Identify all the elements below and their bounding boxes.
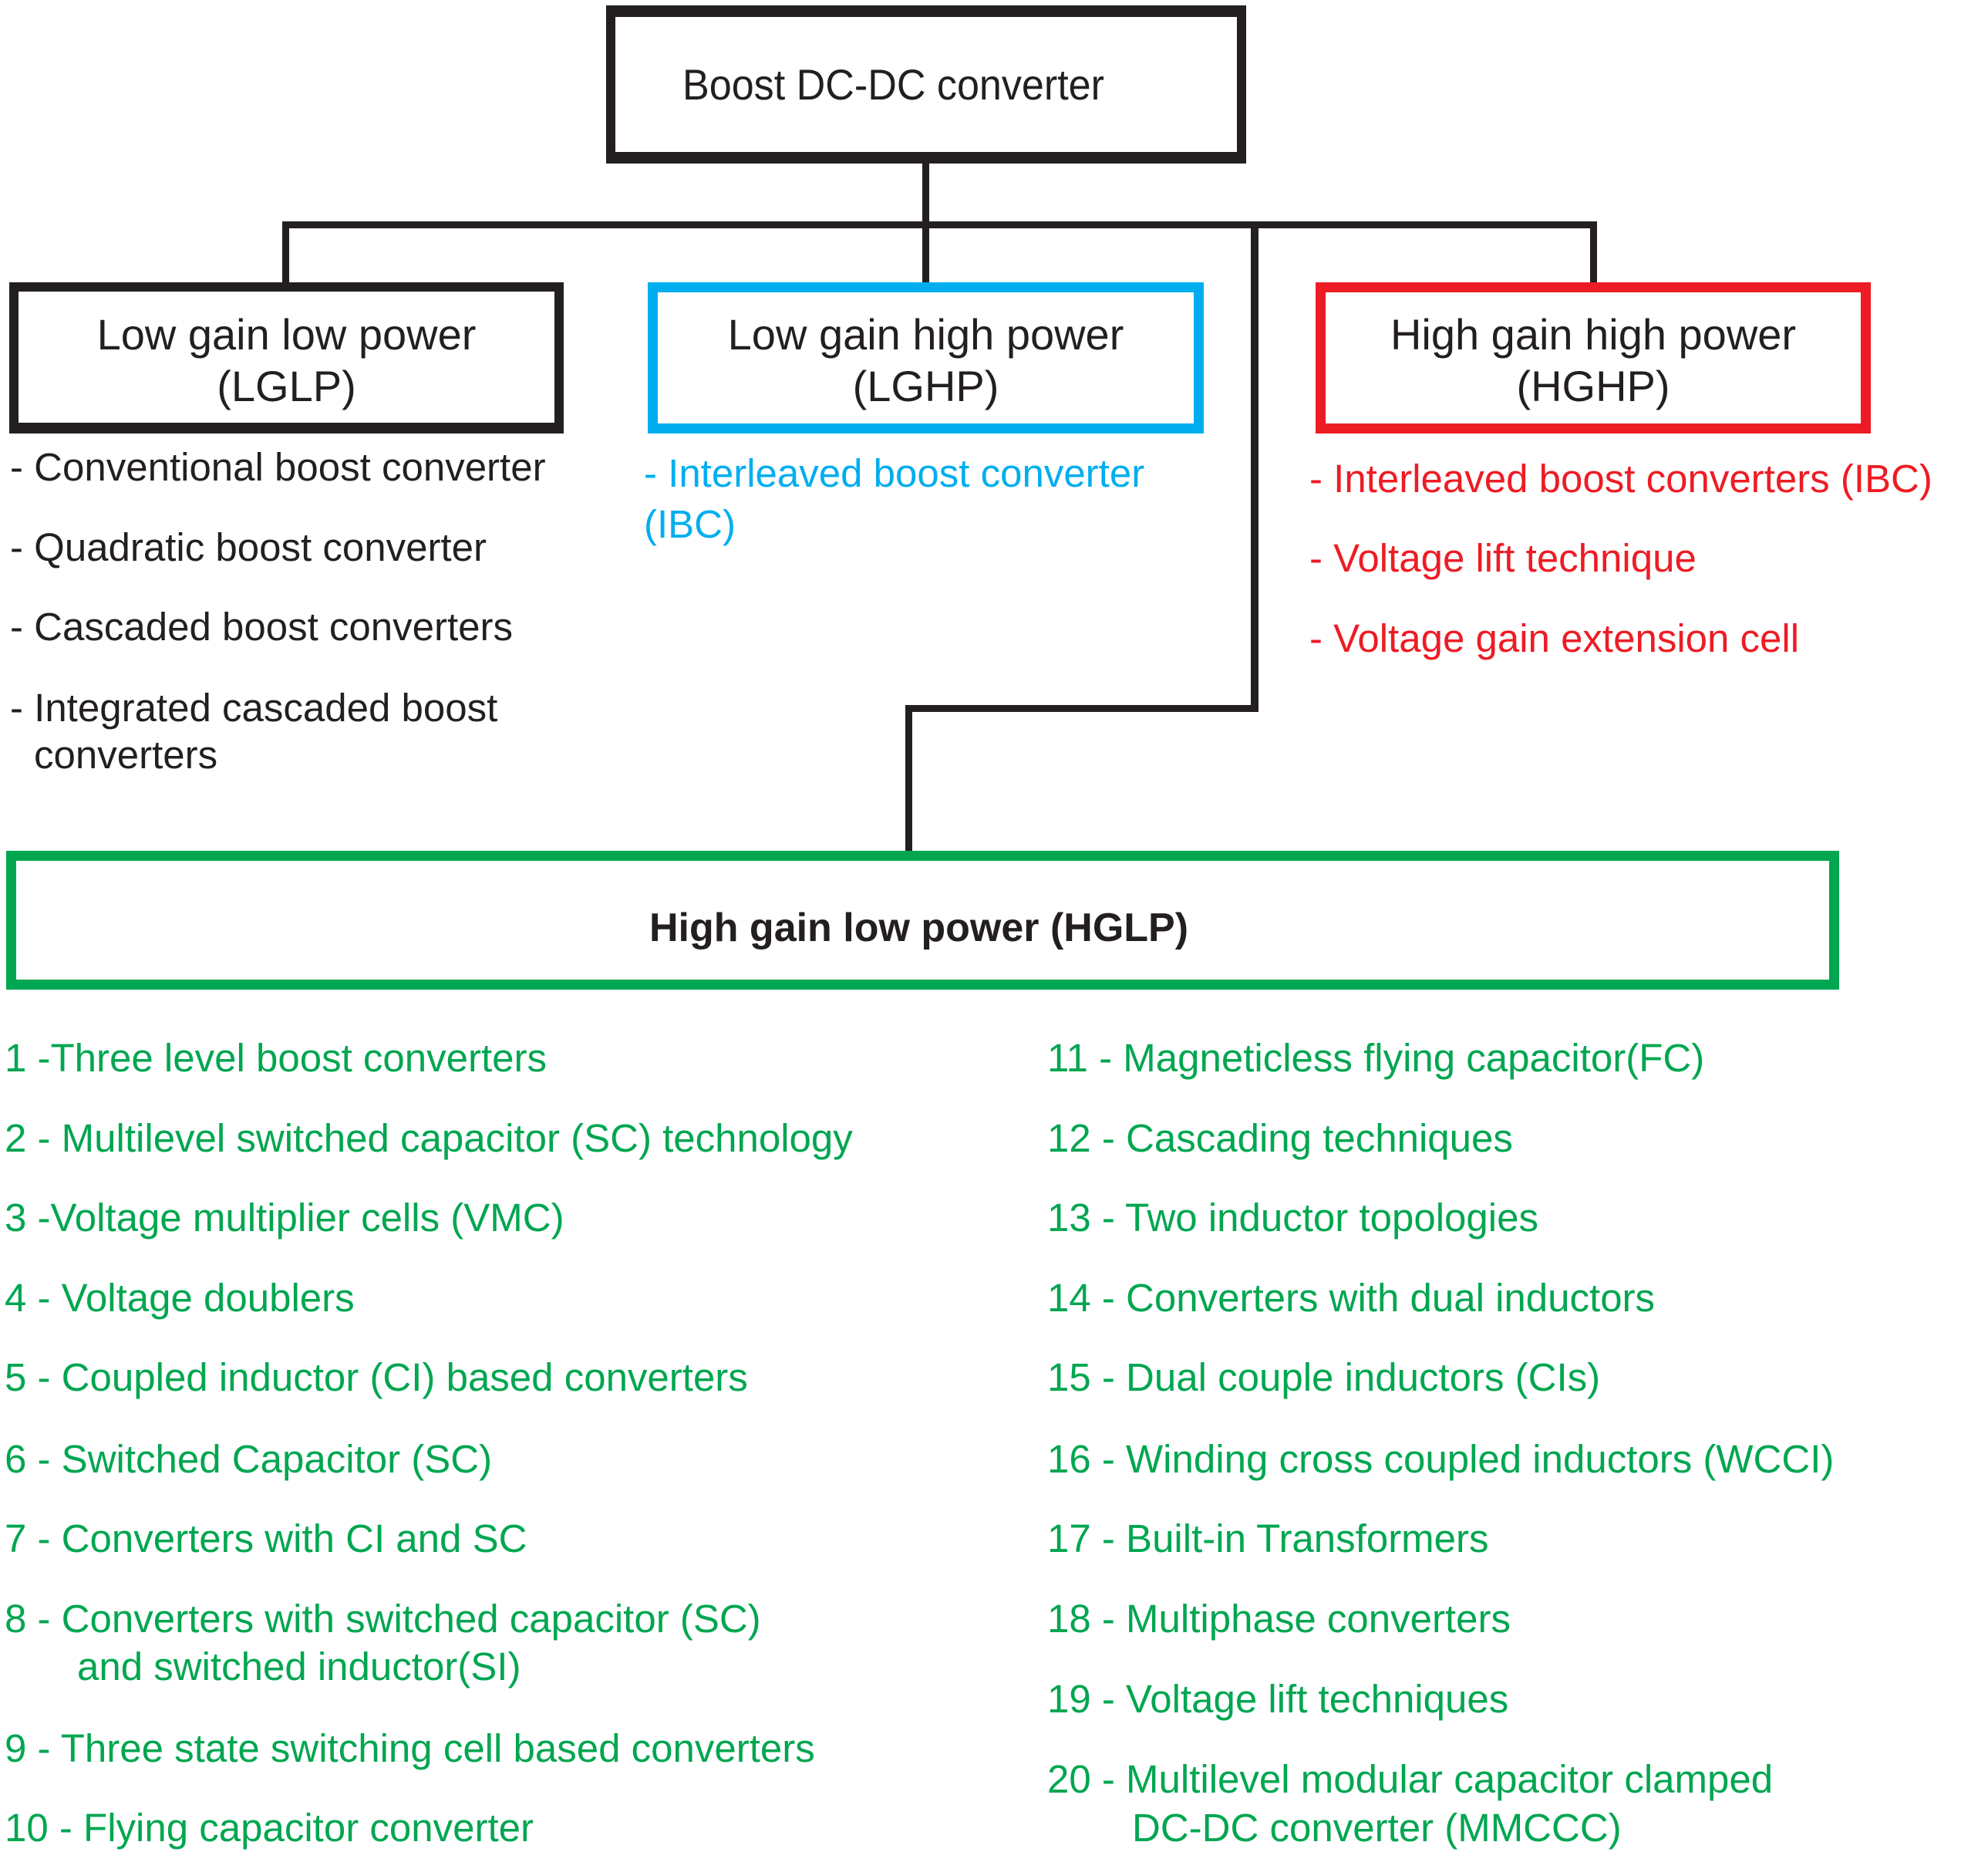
hglp-item: 14 - Converters with dual inductors — [1047, 1276, 1656, 1320]
hglp-item: 13 - Two inductor topologies — [1047, 1196, 1538, 1240]
lghp-title-line1: Low gain high power — [727, 310, 1124, 359]
hglp-item: 12 - Cascading techniques — [1047, 1116, 1513, 1160]
hglp-item: 8 - Converters with switched capacitor (… — [5, 1597, 761, 1641]
hghp-item: - Voltage lift technique — [1309, 536, 1697, 580]
root-node-label: Boost DC-DC converter — [682, 60, 1104, 109]
hghp-item: - Interleaved boost converters (IBC) — [1309, 457, 1932, 501]
lghp-item-continuation: (IBC) — [644, 502, 736, 546]
hglp-item: 5 - Coupled inductor (CI) based converte… — [5, 1355, 748, 1399]
hglp-item: 4 - Voltage doublers — [5, 1276, 355, 1320]
hglp-box: High gain low power (HGLP) — [6, 851, 1839, 990]
lglp-title-line2: (LGLP) — [217, 362, 356, 410]
hglp-item: 3 -Voltage multiplier cells (VMC) — [5, 1196, 564, 1240]
root-node-box: Boost DC-DC converter — [606, 5, 1246, 164]
hglp-item: 18 - Multiphase converters — [1047, 1597, 1511, 1641]
hglp-item: 17 - Built-in Transformers — [1047, 1516, 1489, 1560]
lglp-item-continuation: converters — [34, 733, 218, 777]
lglp-item: - Conventional boost converter — [10, 445, 546, 489]
hghp-box: High gain high power (HGHP) — [1316, 282, 1871, 433]
hglp-item: 2 - Multilevel switched capacitor (SC) t… — [5, 1116, 853, 1160]
connector-hglp-jog — [905, 705, 1259, 712]
connector-lglp — [282, 221, 289, 282]
hglp-item: 15 - Dual couple inductors (CIs) — [1047, 1355, 1601, 1399]
hghp-title-line2: (HGHP) — [1516, 362, 1670, 410]
lghp-item: - Interleaved boost converter — [644, 451, 1145, 495]
hghp-item: - Voltage gain extension cell — [1309, 616, 1800, 660]
connector-hglp-vertical-lower — [905, 705, 912, 852]
lglp-item: - Quadratic boost converter — [10, 525, 487, 569]
lglp-item: - Cascaded boost converters — [10, 605, 513, 649]
hghp-title-line1: High gain high power — [1390, 310, 1797, 359]
connector-hghp — [1590, 221, 1597, 282]
hglp-item: 16 - Winding cross coupled inductors (WC… — [1047, 1437, 1835, 1481]
lghp-box: Low gain high power (LGHP) — [648, 282, 1204, 433]
hglp-item: 1 -Three level boost converters — [5, 1036, 547, 1080]
hglp-item: 9 - Three state switching cell based con… — [5, 1726, 815, 1770]
lglp-item: - Integrated cascaded boost — [10, 686, 498, 730]
hglp-item-continuation: DC-DC converter (MMCCC) — [1132, 1806, 1622, 1850]
hglp-item: 19 - Voltage lift techniques — [1047, 1677, 1509, 1721]
hglp-item: 11 - Magneticless flying capacitor(FC) — [1047, 1036, 1705, 1080]
hglp-title: High gain low power (HGLP) — [649, 906, 1189, 950]
hglp-item-continuation: and switched inductor(SI) — [77, 1645, 521, 1688]
lglp-box: Low gain low power (LGLP) — [9, 282, 564, 433]
connector-main-bar — [282, 221, 1597, 228]
connector-hglp-vertical-upper — [1251, 221, 1259, 712]
hglp-item: 20 - Multilevel modular capacitor clampe… — [1047, 1757, 1774, 1801]
lghp-title-line2: (LGHP) — [852, 362, 999, 410]
hglp-item: 6 - Switched Capacitor (SC) — [5, 1437, 493, 1481]
hglp-item: 10 - Flying capacitor converter — [5, 1806, 534, 1850]
hglp-item: 7 - Converters with CI and SC — [5, 1516, 527, 1560]
lglp-title-line1: Low gain low power — [96, 310, 477, 359]
